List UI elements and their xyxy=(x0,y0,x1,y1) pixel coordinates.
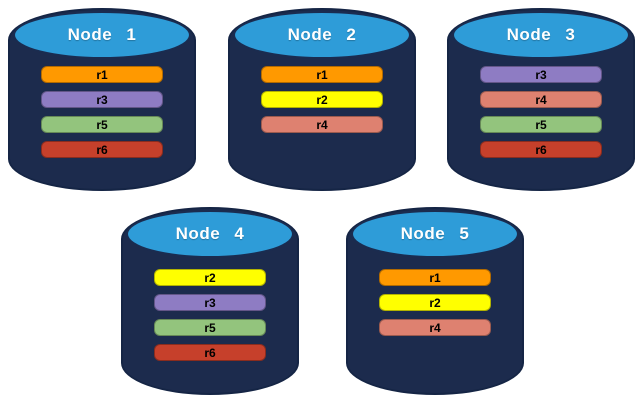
replica-bar-label: r4 xyxy=(429,320,441,335)
replica-bar-r3: r3 xyxy=(41,91,163,108)
replica-bar-label: r3 xyxy=(204,295,216,310)
node-title: Node 5 xyxy=(400,224,470,243)
replica-bar-label: r3 xyxy=(535,67,547,82)
replica-bar-label: r6 xyxy=(535,142,547,157)
replica-bar-label: r5 xyxy=(535,117,547,132)
replica-bar-label: r3 xyxy=(96,92,108,107)
replica-bar-label: r1 xyxy=(429,270,441,285)
replica-bar-r2: r2 xyxy=(154,269,266,286)
node-cylinder-3: Node 3 r3 r4 r5 r6 xyxy=(447,8,635,191)
node-title: Node 2 xyxy=(287,25,357,44)
node-cylinder-5: Node 5 r1 r2 r4 xyxy=(346,207,524,395)
replica-bar-r4: r4 xyxy=(261,116,383,133)
node-cylinder-2: Node 2 r1 r2 r4 xyxy=(228,8,416,191)
replica-bar-r4: r4 xyxy=(480,91,602,108)
replica-bar-label: r5 xyxy=(96,117,108,132)
replica-bar-r1: r1 xyxy=(379,269,491,286)
replica-bar-label: r2 xyxy=(429,295,441,310)
replica-bar-r6: r6 xyxy=(41,141,163,158)
replica-bar-label: r1 xyxy=(96,67,108,82)
replica-bar-label: r4 xyxy=(316,117,328,132)
node-title: Node 3 xyxy=(506,25,576,44)
cylinder-top-ellipse: Node 1 xyxy=(13,11,191,59)
replica-bar-label: r4 xyxy=(535,92,547,107)
replica-bar-r4: r4 xyxy=(379,319,491,336)
replica-list: r1 r3 r5 r6 xyxy=(41,66,163,158)
cylinder-top-ellipse: Node 5 xyxy=(351,210,519,258)
replica-bar-r5: r5 xyxy=(154,319,266,336)
replica-bar-label: r1 xyxy=(316,67,328,82)
node-title: Node 1 xyxy=(67,25,137,44)
replica-bar-label: r2 xyxy=(204,270,216,285)
replica-list: r3 r4 r5 r6 xyxy=(480,66,602,158)
cylinder-top-ellipse: Node 3 xyxy=(452,11,630,59)
cylinder-top-ellipse: Node 2 xyxy=(233,11,411,59)
replica-bar-r2: r2 xyxy=(379,294,491,311)
replica-bar-r3: r3 xyxy=(154,294,266,311)
replica-bar-r5: r5 xyxy=(480,116,602,133)
replica-list: r2 r3 r5 r6 xyxy=(154,269,266,361)
replica-bar-r6: r6 xyxy=(480,141,602,158)
replica-bar-r1: r1 xyxy=(261,66,383,83)
replica-bar-label: r5 xyxy=(204,320,216,335)
replica-bar-r1: r1 xyxy=(41,66,163,83)
replica-bar-r5: r5 xyxy=(41,116,163,133)
node-cylinder-4: Node 4 r2 r3 r5 r6 xyxy=(121,207,299,395)
replica-bar-r3: r3 xyxy=(480,66,602,83)
replica-bar-label: r2 xyxy=(316,92,328,107)
node-title: Node 4 xyxy=(175,224,245,243)
cylinder-top-ellipse: Node 4 xyxy=(126,210,294,258)
replica-list: r1 r2 r4 xyxy=(379,269,491,336)
replica-bar-label: r6 xyxy=(96,142,108,157)
replica-bar-r6: r6 xyxy=(154,344,266,361)
replica-list: r1 r2 r4 xyxy=(261,66,383,133)
node-cylinder-1: Node 1 r1 r3 r5 r6 xyxy=(8,8,196,191)
replica-bar-label: r6 xyxy=(204,345,216,360)
replica-bar-r2: r2 xyxy=(261,91,383,108)
